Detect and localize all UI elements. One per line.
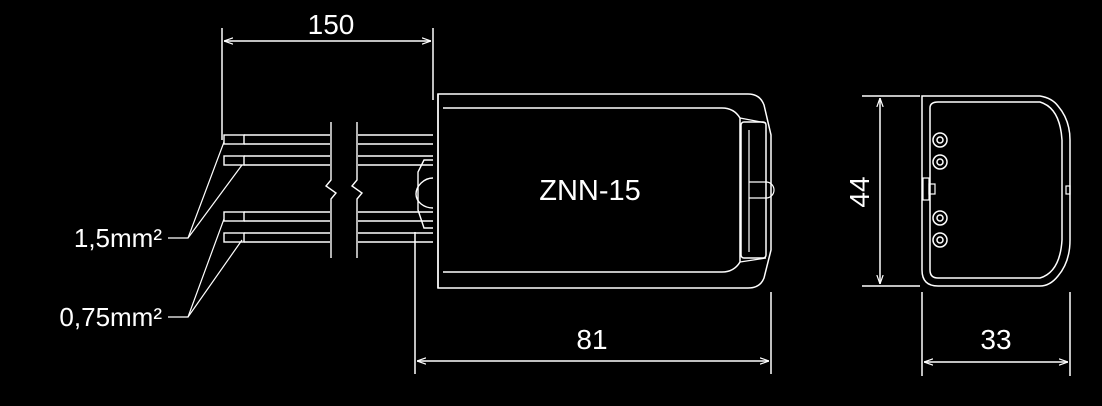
wire-label-0-75mm2: 0,75mm² (59, 302, 162, 332)
wire-leads (223, 134, 433, 243)
model-name: ZNN-15 (539, 175, 641, 207)
dimension-text-cable-length: 150 (308, 9, 355, 40)
device-body-side-view (437, 93, 775, 289)
dimension-width (921, 292, 1071, 376)
cable-clamp (415, 159, 434, 229)
dimension-cable-length (221, 28, 434, 140)
device-end-view (921, 95, 1071, 287)
dimension-height (862, 95, 920, 287)
dimension-text-height: 44 (844, 176, 875, 207)
break-marks (324, 122, 364, 258)
dimension-text-body-length: 81 (576, 324, 607, 355)
dimension-text-width: 33 (980, 324, 1011, 355)
wire-label-1-5mm2: 1,5mm² (74, 223, 162, 253)
label-leaders (168, 141, 243, 318)
dimension-body-length (414, 232, 772, 374)
